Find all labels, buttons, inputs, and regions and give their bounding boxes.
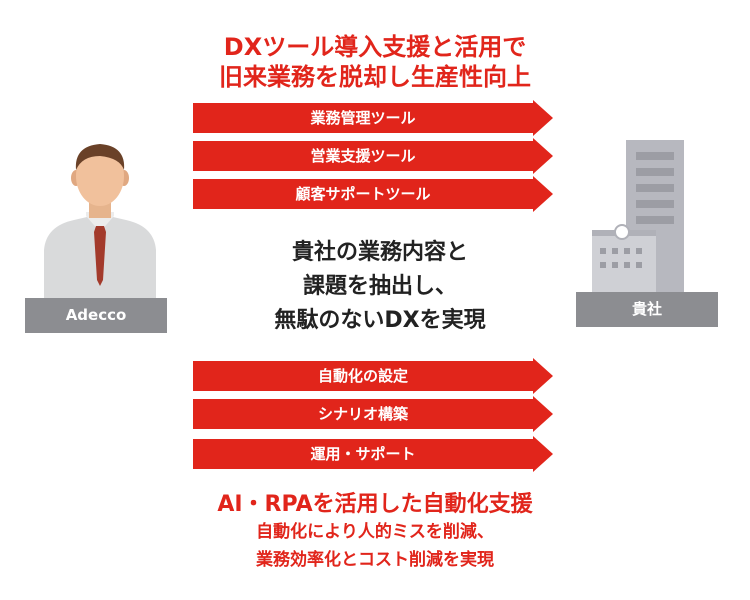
center-message-line-1: 貴社の業務内容と bbox=[291, 240, 468, 265]
adecco-label: Adecco bbox=[25, 298, 167, 333]
arrow-label: 顧客サポートツール bbox=[295, 185, 431, 203]
right-arrow-icon bbox=[193, 138, 553, 174]
right-arrow-icon bbox=[193, 176, 553, 212]
building-icon bbox=[584, 140, 724, 300]
arrow-scenario-building: シナリオ構築 bbox=[193, 396, 553, 432]
center-message-line-2: 課題を抽出し、 bbox=[302, 274, 457, 299]
bottom-sub-text-2: 業務効率化とコスト削減を実現 bbox=[256, 550, 494, 570]
right-arrow-icon bbox=[193, 358, 553, 394]
center-message-line-3: 無駄のないDXを実現 bbox=[274, 308, 486, 333]
client-company-label: 貴社 bbox=[576, 292, 718, 327]
right-arrow-icon bbox=[193, 396, 553, 432]
arrow-label: 営業支援ツール bbox=[310, 147, 416, 165]
bottom-sub-text-1: 自動化により人的ミスを削減、 bbox=[256, 522, 494, 542]
person-icon bbox=[30, 140, 170, 300]
bottom-main-text: AI・RPAを活用した自動化支援 bbox=[217, 492, 533, 517]
arrow-operation-support: 運用・サポート bbox=[193, 436, 553, 472]
title-line-2: 旧来業務を脱却し生産性向上 bbox=[219, 63, 531, 91]
arrow-label: 運用・サポート bbox=[310, 445, 416, 463]
right-arrow-icon bbox=[193, 436, 553, 472]
arrow-label: 業務管理ツール bbox=[310, 109, 416, 127]
arrow-label: シナリオ構築 bbox=[317, 405, 408, 423]
arrow-label: 自動化の設定 bbox=[317, 367, 408, 385]
right-arrow-icon bbox=[193, 100, 553, 136]
arrow-sales-support-tool: 営業支援ツール bbox=[193, 138, 553, 174]
title-line-1: DXツール導入支援と活用で bbox=[223, 33, 527, 61]
arrow-customer-support-tool: 顧客サポートツール bbox=[193, 176, 553, 212]
arrow-business-management-tool: 業務管理ツール bbox=[193, 100, 553, 136]
arrow-automation-setup: 自動化の設定 bbox=[193, 358, 553, 394]
